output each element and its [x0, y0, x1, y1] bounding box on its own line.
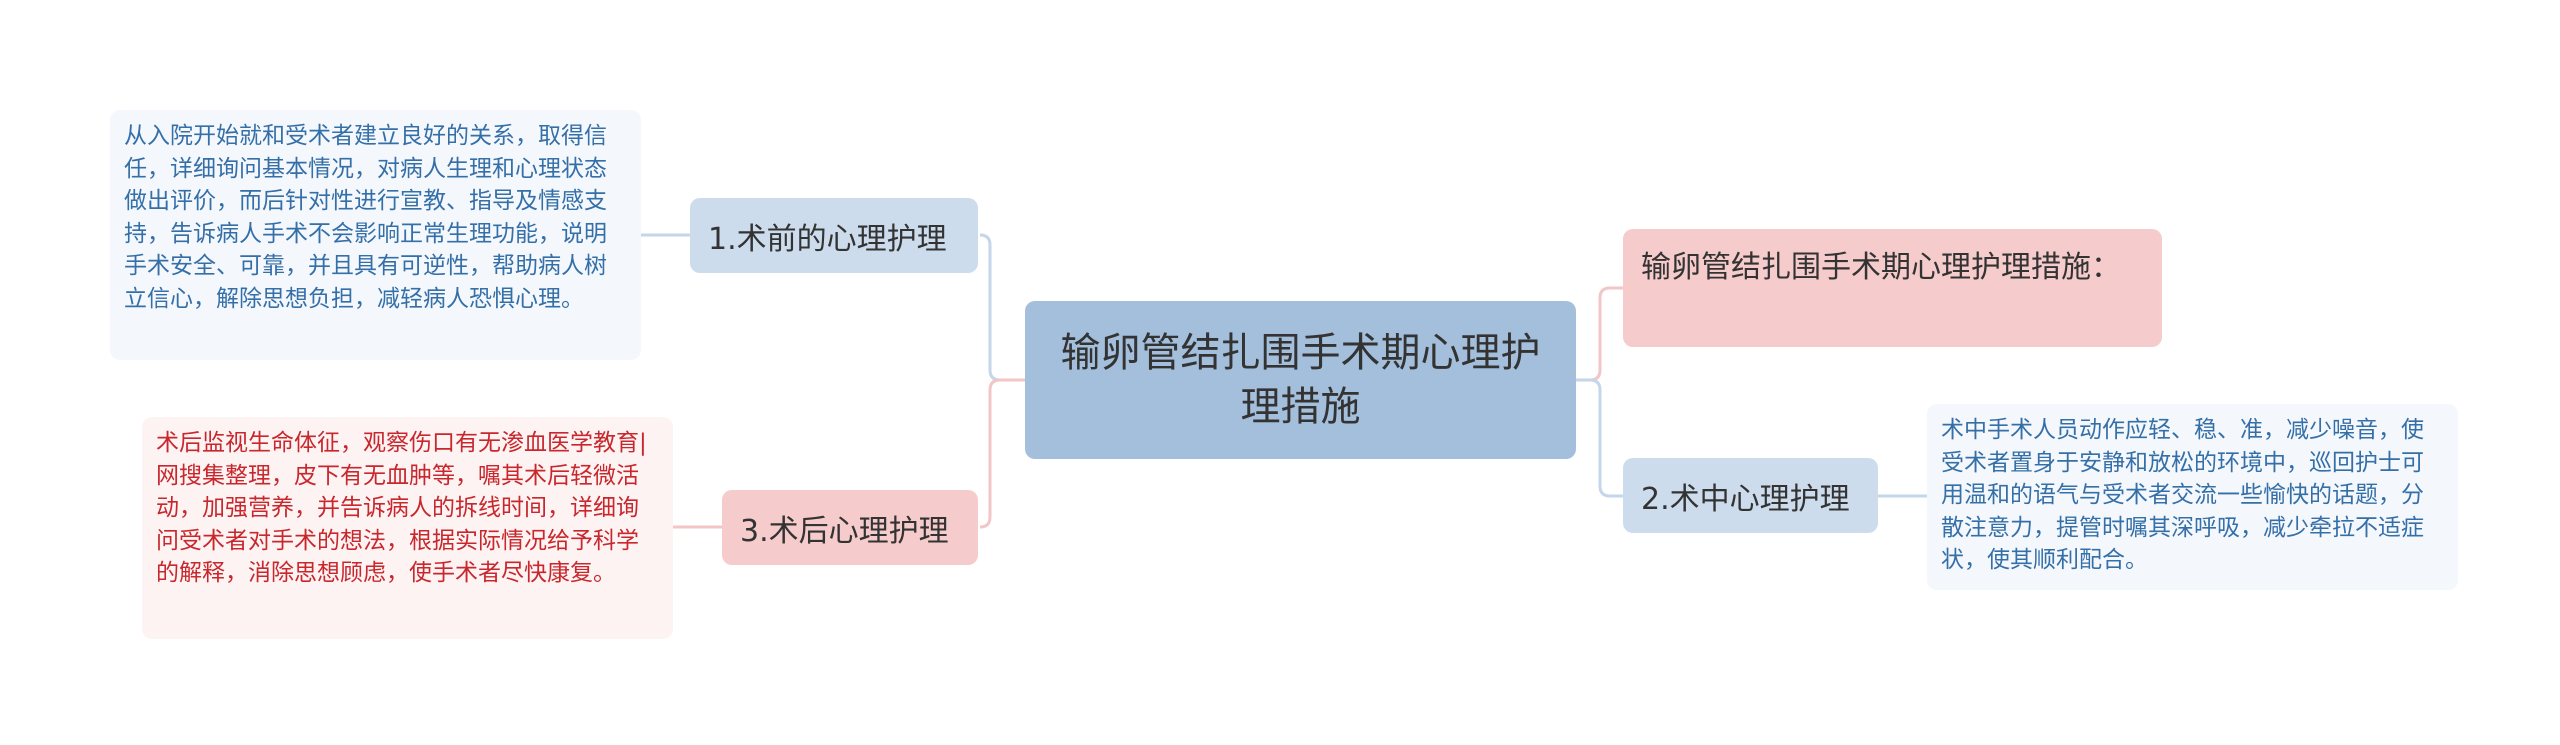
branch-preoperative[interactable]: 1.术前的心理护理 — [690, 198, 978, 273]
leaf-intraoperative-text: 术中手术人员动作应轻、稳、准，减少噪音，使受术者置身于安静和放松的环境中，巡回护… — [1941, 417, 2424, 573]
link-center-heading — [1576, 286, 1623, 382]
link-center-pre — [979, 233, 1025, 382]
leaf-preoperative-detail[interactable]: 从入院开始就和受术者建立良好的关系，取得信任，详细询问基本情况，对病人生理和心理… — [110, 110, 641, 360]
leaf-preoperative-text: 从入院开始就和受术者建立良好的关系，取得信任，详细询问基本情况，对病人生理和心理… — [124, 123, 607, 312]
central-topic-label: 输卵管结扎围手术期心理护理措施 — [1060, 330, 1541, 430]
link-center-intra — [1576, 378, 1623, 498]
link-center-post — [979, 378, 1025, 529]
leaf-postoperative-detail[interactable]: 术后监视生命体征，观察伤口有无渗血医学教育|网搜集整理，皮下有无血肿等，嘱其术后… — [142, 417, 673, 639]
leaf-postoperative-text: 术后监视生命体征，观察伤口有无渗血医学教育|网搜集整理，皮下有无血肿等，嘱其术后… — [156, 430, 647, 586]
branch-heading-label: 输卵管结扎围手术期心理护理措施： — [1641, 250, 2121, 285]
branch-postoperative[interactable]: 3.术后心理护理 — [722, 490, 978, 565]
branch-postoperative-label: 3.术后心理护理 — [740, 513, 949, 549]
leaf-intraoperative-detail[interactable]: 术中手术人员动作应轻、稳、准，减少噪音，使受术者置身于安静和放松的环境中，巡回护… — [1927, 404, 2458, 590]
central-topic[interactable]: 输卵管结扎围手术期心理护理措施 — [1025, 301, 1576, 459]
branch-intraoperative[interactable]: 2.术中心理护理 — [1623, 458, 1878, 533]
branch-heading[interactable]: 输卵管结扎围手术期心理护理措施： — [1623, 229, 2162, 347]
branch-intraoperative-label: 2.术中心理护理 — [1641, 481, 1850, 517]
branch-preoperative-label: 1.术前的心理护理 — [708, 221, 947, 257]
